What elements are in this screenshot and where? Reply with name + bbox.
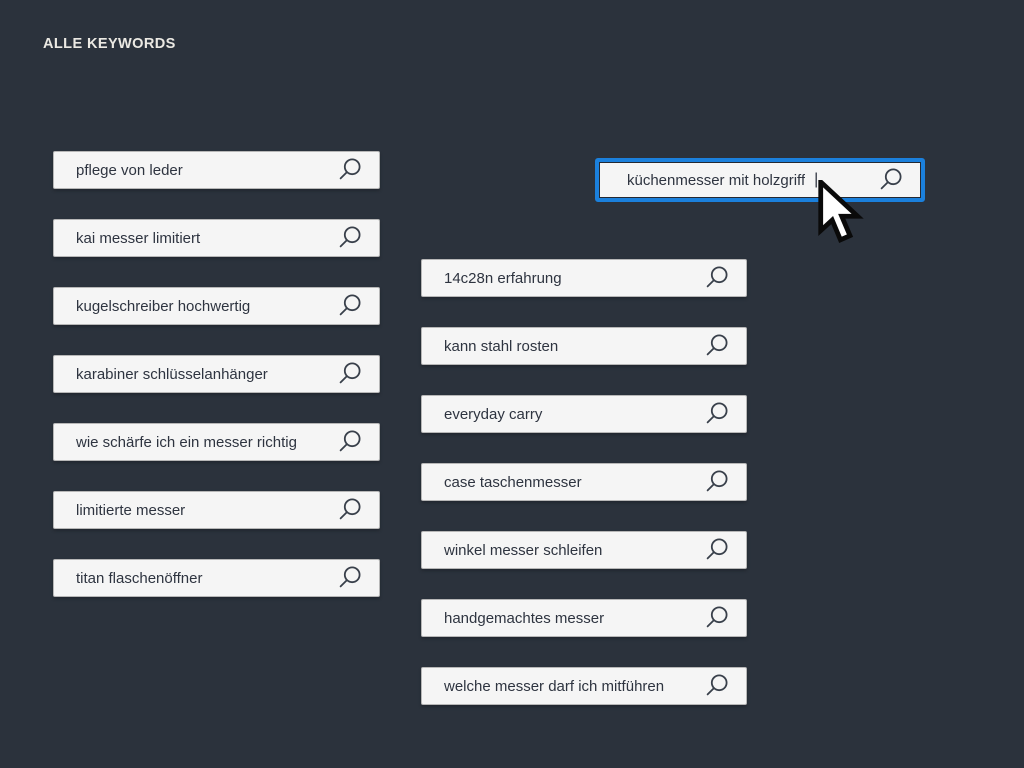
keyword-pill[interactable]: winkel messer schleifen xyxy=(421,531,747,569)
search-icon xyxy=(704,265,730,291)
keyword-pill[interactable]: kai messer limitiert xyxy=(53,219,380,257)
keyword-label: kai messer limitiert xyxy=(76,229,201,247)
search-icon xyxy=(704,605,730,631)
search-icon xyxy=(337,157,363,183)
keyword-pill[interactable]: titan flaschenöffner xyxy=(53,559,380,597)
keyword-pill[interactable]: wie schärfe ich ein messer richtig xyxy=(53,423,380,461)
keyword-pill[interactable]: case taschenmesser xyxy=(421,463,747,501)
focused-keyword-box[interactable]: küchenmesser mit holzgriff | xyxy=(595,158,925,202)
search-icon xyxy=(337,429,363,455)
keyword-pill[interactable]: kann stahl rosten xyxy=(421,327,747,365)
search-icon xyxy=(878,167,904,193)
keyword-label: limitierte messer xyxy=(76,501,186,519)
text-caret: | xyxy=(814,171,819,188)
keyword-input-value: küchenmesser mit holzgriff xyxy=(627,171,806,189)
page-title: ALLE KEYWORDS xyxy=(43,35,176,52)
keyword-pill[interactable]: welche messer darf ich mitführen xyxy=(421,667,747,705)
search-icon xyxy=(704,401,730,427)
keyword-label: kugelschreiber hochwertig xyxy=(76,297,251,315)
search-icon xyxy=(337,497,363,523)
keyword-input[interactable]: küchenmesser mit holzgriff | xyxy=(599,162,921,198)
search-icon xyxy=(337,361,363,387)
keyword-column-right: 14c28n erfahrung kann stahl rosten every… xyxy=(421,259,747,705)
keyword-label: welche messer darf ich mitführen xyxy=(444,677,665,695)
search-icon xyxy=(704,537,730,563)
keyword-label: pflege von leder xyxy=(76,161,183,179)
keyword-pill[interactable]: karabiner schlüsselanhänger xyxy=(53,355,380,393)
keyword-label: kann stahl rosten xyxy=(444,337,559,355)
search-icon xyxy=(704,469,730,495)
keyword-pill[interactable]: kugelschreiber hochwertig xyxy=(53,287,380,325)
keyword-label: titan flaschenöffner xyxy=(76,569,203,587)
keyword-pill[interactable]: handgemachtes messer xyxy=(421,599,747,637)
keyword-label: handgemachtes messer xyxy=(444,609,605,627)
search-icon xyxy=(337,293,363,319)
keyword-pill[interactable]: pflege von leder xyxy=(53,151,380,189)
keyword-label: wie schärfe ich ein messer richtig xyxy=(76,433,297,451)
search-icon xyxy=(337,565,363,591)
keyword-label: winkel messer schleifen xyxy=(444,541,603,559)
keyword-label: 14c28n erfahrung xyxy=(444,269,562,287)
search-icon xyxy=(704,673,730,699)
keyword-pill[interactable]: 14c28n erfahrung xyxy=(421,259,747,297)
keyword-label: case taschenmesser xyxy=(444,473,582,491)
keyword-label: everyday carry xyxy=(444,405,543,423)
search-icon xyxy=(337,225,363,251)
keyword-label: karabiner schlüsselanhänger xyxy=(76,365,268,383)
keyword-column-left: pflege von leder kai messer limitiert ku… xyxy=(53,151,380,597)
keyword-pill[interactable]: everyday carry xyxy=(421,395,747,433)
keyword-pill[interactable]: limitierte messer xyxy=(53,491,380,529)
search-icon xyxy=(704,333,730,359)
